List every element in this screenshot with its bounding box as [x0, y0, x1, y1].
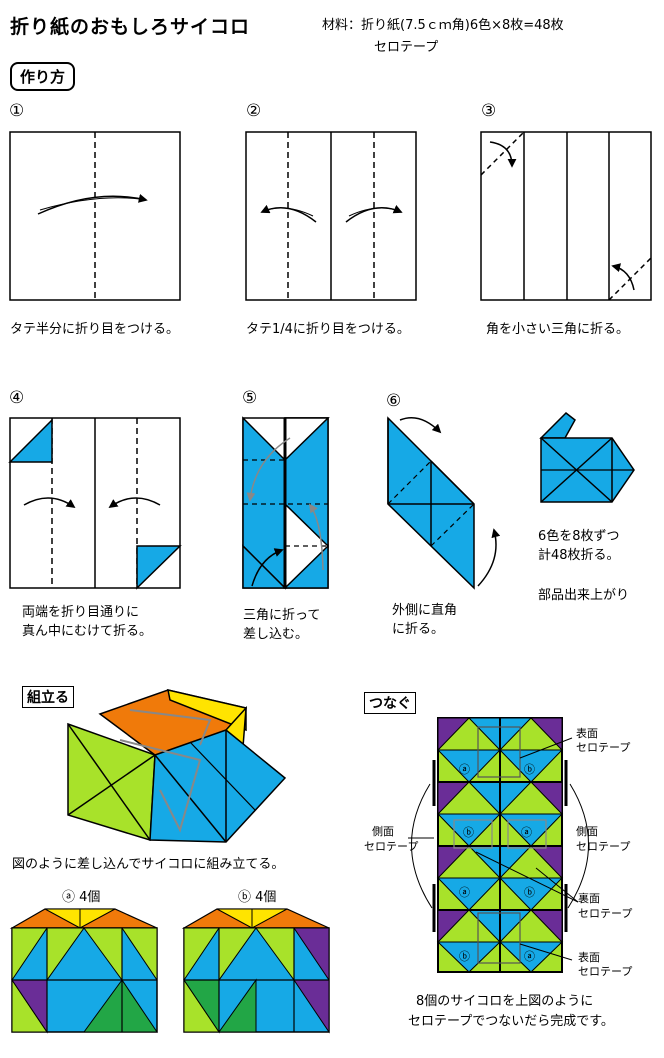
parts-note-line-3: 部品出来上がり — [538, 588, 630, 603]
step-2-caption: タテ1/4に折り目をつける。 — [246, 322, 410, 337]
howto-section-label: 作り方 — [10, 62, 76, 91]
assemble-section-label: 組立る — [22, 686, 74, 708]
cell-label-a: ⓐ — [524, 950, 535, 963]
parts-note-line-1: 6色を8枚ずつ — [538, 529, 620, 544]
side-tape-left-label-1: 側面 — [372, 825, 394, 838]
step-6-number: ⑥ — [386, 391, 402, 411]
front-tape-top-label-1: 表面 — [576, 727, 598, 740]
cell-label-a: ⓐ — [521, 826, 532, 839]
step-3-caption: 角を小さい三角に折る。 — [486, 322, 630, 337]
step-4-caption-line-1: 両端を折り目通りに — [22, 605, 140, 620]
step-3-number: ③ — [481, 101, 497, 121]
dice-a-label: ⓐ 4個 — [62, 890, 101, 905]
step-5-diagram — [242, 416, 330, 590]
step-4-caption-line-2: 真ん中にむけて折る。 — [22, 624, 153, 639]
cell-label-b: ⓑ — [524, 763, 535, 776]
dice-b-label: ⓑ 4個 — [238, 890, 277, 905]
connect-section-label: つなぐ — [364, 692, 416, 714]
materials-line-1: 材料：折り紙(7.5ｃｍ角)6色×8枚=48枚 — [322, 18, 564, 33]
step-6-caption-line-2: に折る。 — [392, 622, 445, 637]
step-4-number: ④ — [9, 388, 25, 408]
cell-label-b: ⓑ — [459, 950, 470, 963]
final-caption-line-1: 8個のサイコロを上図のように — [416, 994, 594, 1009]
front-tape-bottom-label-2: セロテープ — [578, 965, 633, 978]
front-tape-top-label-2: セロテープ — [576, 741, 631, 754]
step-5-number: ⑤ — [242, 388, 258, 408]
dice-b-illustration — [181, 908, 330, 1034]
step-1-number: ① — [9, 101, 25, 121]
step-1-diagram — [9, 131, 181, 301]
step-4-diagram — [8, 417, 182, 590]
step-2-number: ② — [246, 101, 262, 121]
parts-note-line-2: 計48枚折る。 — [538, 548, 620, 563]
materials-line-2: セロテープ — [374, 40, 439, 55]
side-tape-right-label-1: 側面 — [576, 825, 598, 838]
front-tape-bottom-label-1: 表面 — [578, 951, 600, 964]
back-tape-label-1: 裏面 — [578, 892, 600, 905]
dice-a-illustration — [9, 908, 158, 1034]
cell-label-b: ⓑ — [463, 826, 474, 839]
cell-label-a: ⓐ — [459, 886, 470, 899]
finished-part-diagram — [539, 412, 635, 503]
step-2-diagram — [245, 131, 417, 301]
final-caption-line-2: セロテープでつないだら完成です。 — [408, 1014, 614, 1029]
back-tape-label-2: セロテープ — [578, 907, 633, 920]
connected-dice-grid — [408, 717, 589, 973]
cell-label-b: ⓑ — [524, 886, 535, 899]
step-6-diagram — [387, 416, 501, 590]
step-5-caption-line-1: 三角に折って — [243, 608, 321, 623]
step-5-caption-line-2: 差し込む。 — [243, 627, 309, 642]
side-tape-left-label-2: セロテープ — [364, 840, 419, 853]
step-3-diagram — [480, 131, 652, 301]
page-title: 折り紙のおもしろサイコロ — [10, 16, 251, 38]
side-tape-right-label-2: セロテープ — [576, 840, 631, 853]
assembly-illustration — [67, 689, 287, 843]
step-1-caption: タテ半分に折り目をつける。 — [10, 322, 180, 337]
cell-label-a: ⓐ — [459, 763, 470, 776]
step-6-caption-line-1: 外側に直角 — [392, 603, 458, 618]
assemble-caption: 図のように差し込んでサイコロに組み立てる。 — [12, 857, 285, 872]
